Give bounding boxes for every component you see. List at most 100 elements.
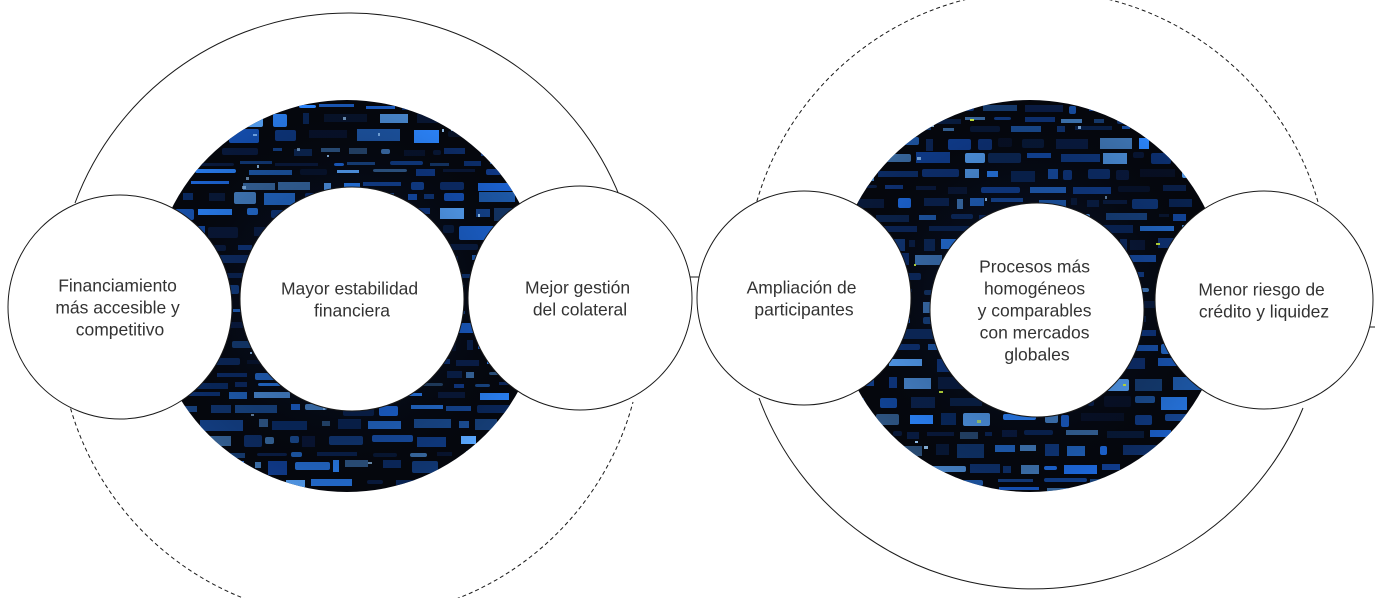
circuit-component: [911, 119, 927, 124]
circuit-component: [511, 105, 543, 110]
circuit-component: [841, 464, 854, 470]
circuit-component: [1152, 487, 1166, 491]
circuit-component: [1202, 185, 1226, 189]
node-label: Mayor estabilidad financiera: [281, 279, 423, 321]
circuit-component: [865, 137, 890, 146]
circuit-led: [177, 168, 180, 171]
circuit-component: [205, 461, 244, 468]
circuit-led: [443, 471, 447, 473]
label-line: competitivo: [76, 320, 165, 340]
circuit-component: [158, 462, 197, 468]
circuit-component: [889, 480, 900, 484]
circuit-component: [904, 466, 916, 476]
circuit-component: [497, 481, 536, 485]
circuit-component: [190, 161, 196, 166]
circuit-component: [879, 489, 907, 492]
circuit-component: [495, 129, 522, 142]
circuit-component: [1160, 119, 1186, 122]
circuit-component: [180, 421, 196, 427]
circuit-component: [151, 106, 177, 110]
circuit-component: [481, 149, 518, 156]
circuit-led: [494, 453, 496, 456]
circuit-component: [162, 182, 179, 190]
circuit-component: [466, 451, 482, 456]
circuit-component: [232, 105, 253, 110]
right-outer-arc-solid: [758, 397, 1304, 590]
circuit-component: [1096, 488, 1138, 492]
circuit-component: [845, 479, 883, 482]
circuit-component: [1174, 430, 1204, 437]
circuit-component: [871, 105, 905, 110]
circuit-component: [1197, 126, 1206, 129]
circuit-led: [1162, 133, 1164, 136]
circuit-component: [513, 420, 525, 430]
circuit-led: [154, 434, 157, 437]
circuit-component: [838, 118, 861, 122]
node-procesos: Procesos más homogéneos y comparables co…: [929, 202, 1145, 418]
node-financiamiento: Financiamiento más accesible y competiti…: [7, 194, 233, 420]
circuit-component: [445, 114, 474, 125]
circuit-component: [490, 161, 516, 164]
circuit-component: [843, 152, 868, 160]
circuit-component: [539, 453, 543, 458]
circuit-component: [875, 430, 885, 434]
circuit-component: [159, 114, 185, 127]
label-line: globales: [1004, 345, 1069, 365]
circuit-component: [1182, 169, 1213, 178]
circuit-component: [839, 171, 874, 181]
circuit-component: [870, 119, 898, 123]
label-line: homogéneos: [984, 279, 1085, 299]
circuit-component: [212, 115, 228, 127]
circuit-component: [156, 170, 183, 174]
circuit-component: [162, 480, 195, 485]
label-line: Financiamiento: [58, 276, 177, 296]
node-circle: [7, 194, 233, 420]
node-label: Ampliación de participantes: [747, 278, 862, 320]
circuit-component: [532, 163, 543, 167]
label-line: del colateral: [533, 300, 627, 320]
left-outer-arc-solid: [74, 12, 625, 209]
circuit-component: [199, 114, 208, 124]
circuit-component: [160, 435, 182, 444]
node-estabilidad: Mayor estabilidad financiera: [239, 186, 465, 412]
circuit-component: [1160, 464, 1190, 473]
circuit-component: [250, 481, 270, 486]
label-line: participantes: [754, 300, 853, 320]
circuit-component: [1216, 432, 1225, 435]
circuit-component: [1089, 106, 1123, 111]
circuit-component: [511, 169, 542, 176]
label-line: y comparables: [978, 301, 1092, 321]
circuit-component: [1175, 487, 1184, 491]
node-label: Procesos más homogéneos y comparables co…: [978, 257, 1097, 365]
circuit-component: [1173, 126, 1189, 130]
label-line: Procesos más: [979, 257, 1090, 277]
circuit-led: [1210, 195, 1213, 198]
label-line: crédito y liquidez: [1199, 302, 1329, 322]
circuit-component: [157, 163, 182, 166]
node-circle: [239, 186, 465, 412]
node-circle: [696, 190, 912, 406]
circuit-component: [1214, 413, 1226, 420]
circuit-component: [1141, 128, 1164, 132]
circuit-component: [153, 421, 165, 428]
circuit-component: [1142, 117, 1152, 121]
circuit-component: [522, 461, 543, 470]
circuit-component: [914, 489, 945, 492]
circuit-component: [950, 488, 957, 491]
circuit-component: [918, 104, 937, 110]
label-line: Menor riesgo de: [1198, 280, 1324, 300]
circuit-component: [261, 105, 285, 108]
circuit-component: [473, 460, 509, 474]
circuit-component: [869, 444, 881, 450]
circuit-component: [532, 420, 543, 427]
circuit-component: [1207, 154, 1226, 165]
circuit-component: [527, 149, 543, 155]
circuit-component: [1220, 169, 1226, 179]
circuit-component: [1175, 480, 1209, 485]
circuit-component: [448, 480, 471, 487]
label-line: Mayor estabilidad: [281, 279, 418, 299]
circuit-component: [485, 114, 512, 124]
circuit-component: [1163, 479, 1169, 482]
circuit-component: [1189, 105, 1223, 114]
